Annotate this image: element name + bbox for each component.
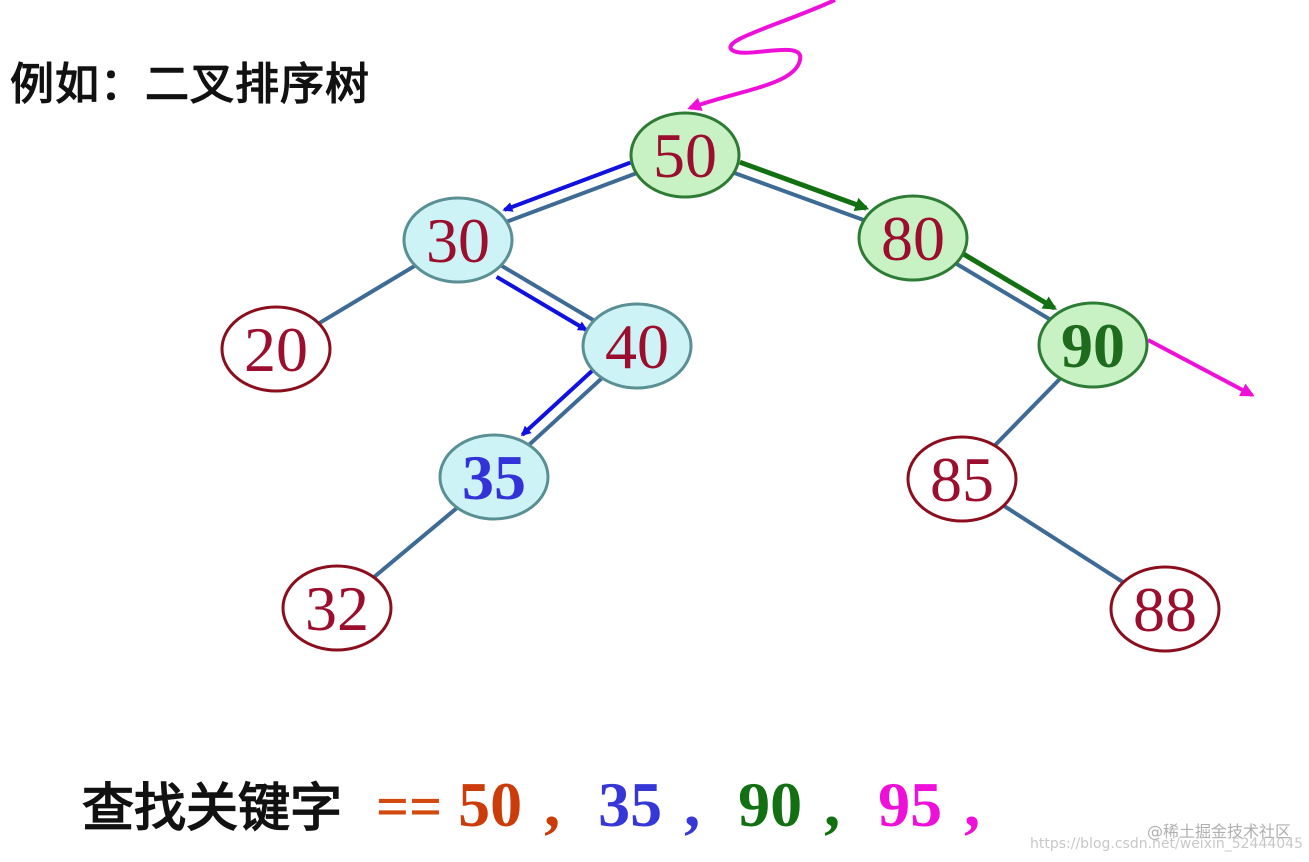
node-label: 20: [244, 314, 308, 385]
tree-edge: [731, 170, 867, 223]
search-key: 90: [738, 769, 803, 840]
node-label: 30: [426, 205, 490, 276]
tree-edge: [371, 504, 460, 581]
search-path-arrow-35: [495, 275, 588, 332]
tree-node-80: 80: [857, 194, 969, 282]
key-separator: ,: [824, 769, 841, 840]
tree-edge: [991, 375, 1064, 449]
search-path-arrow-90: [962, 252, 1058, 311]
node-label: 35: [462, 442, 526, 513]
tree-node-88: 88: [1109, 565, 1221, 653]
search-path-arrow-35: [520, 369, 594, 437]
search-key: 50: [458, 769, 523, 840]
tree-node-35: 35: [438, 433, 550, 521]
tree-edge: [504, 170, 639, 225]
tree-node-50: 50: [629, 111, 741, 199]
search-path-arrow-90: [739, 159, 870, 212]
search-exit-arrow-95: [1147, 338, 1255, 397]
tree-node-32: 32: [281, 564, 393, 652]
node-label: 80: [881, 203, 945, 274]
watermark-url: https://blog.csdn.net/weixin_52444045: [1029, 836, 1303, 852]
search-path-arrow-35: [502, 160, 631, 212]
tree-node-90: 90: [1037, 301, 1149, 389]
node-label: 88: [1133, 574, 1197, 645]
node-label: 32: [305, 573, 369, 644]
node-label: 50: [653, 120, 717, 191]
tree-node-30: 30: [402, 196, 514, 284]
key-separator: ,: [684, 769, 701, 840]
equals-operator: ==: [376, 774, 443, 839]
node-ellipse: [629, 111, 741, 199]
search-keys-label: 查找关键字: [82, 779, 343, 839]
watermark: @稀土掘金技术社区: [1146, 822, 1291, 841]
node-label: 90: [1061, 310, 1125, 381]
node-ellipse: [438, 433, 550, 521]
node-ellipse: [281, 564, 393, 652]
tree-node-20: 20: [220, 305, 332, 393]
search-key: 35: [598, 769, 663, 840]
key-separator: ,: [964, 769, 981, 840]
tree-node-85: 85: [906, 435, 1018, 523]
node-ellipse: [220, 305, 332, 393]
node-ellipse: [1037, 301, 1149, 389]
search-key: 95: [878, 769, 943, 840]
tree-edge: [953, 260, 1053, 323]
search-entry-arrow-95: [687, 0, 836, 111]
node-ellipse: [906, 435, 1018, 523]
node-label: 85: [930, 444, 994, 515]
tree-edge: [526, 375, 605, 448]
tree-node-40: 40: [581, 302, 693, 390]
node-ellipse: [581, 302, 693, 390]
key-separator: ,: [544, 769, 561, 840]
page-title: 例如：二叉排序树: [10, 59, 370, 110]
tree-edge: [316, 262, 418, 327]
tree-edge: [1000, 502, 1127, 586]
node-label: 40: [605, 311, 669, 382]
node-ellipse: [1109, 565, 1221, 653]
tree-edge: [498, 262, 597, 324]
node-ellipse: [857, 194, 969, 282]
search-keys-line: 查找关键字 == 50 , 35 , 90 , 95 ,: [82, 766, 1018, 840]
node-ellipse: [402, 196, 514, 284]
